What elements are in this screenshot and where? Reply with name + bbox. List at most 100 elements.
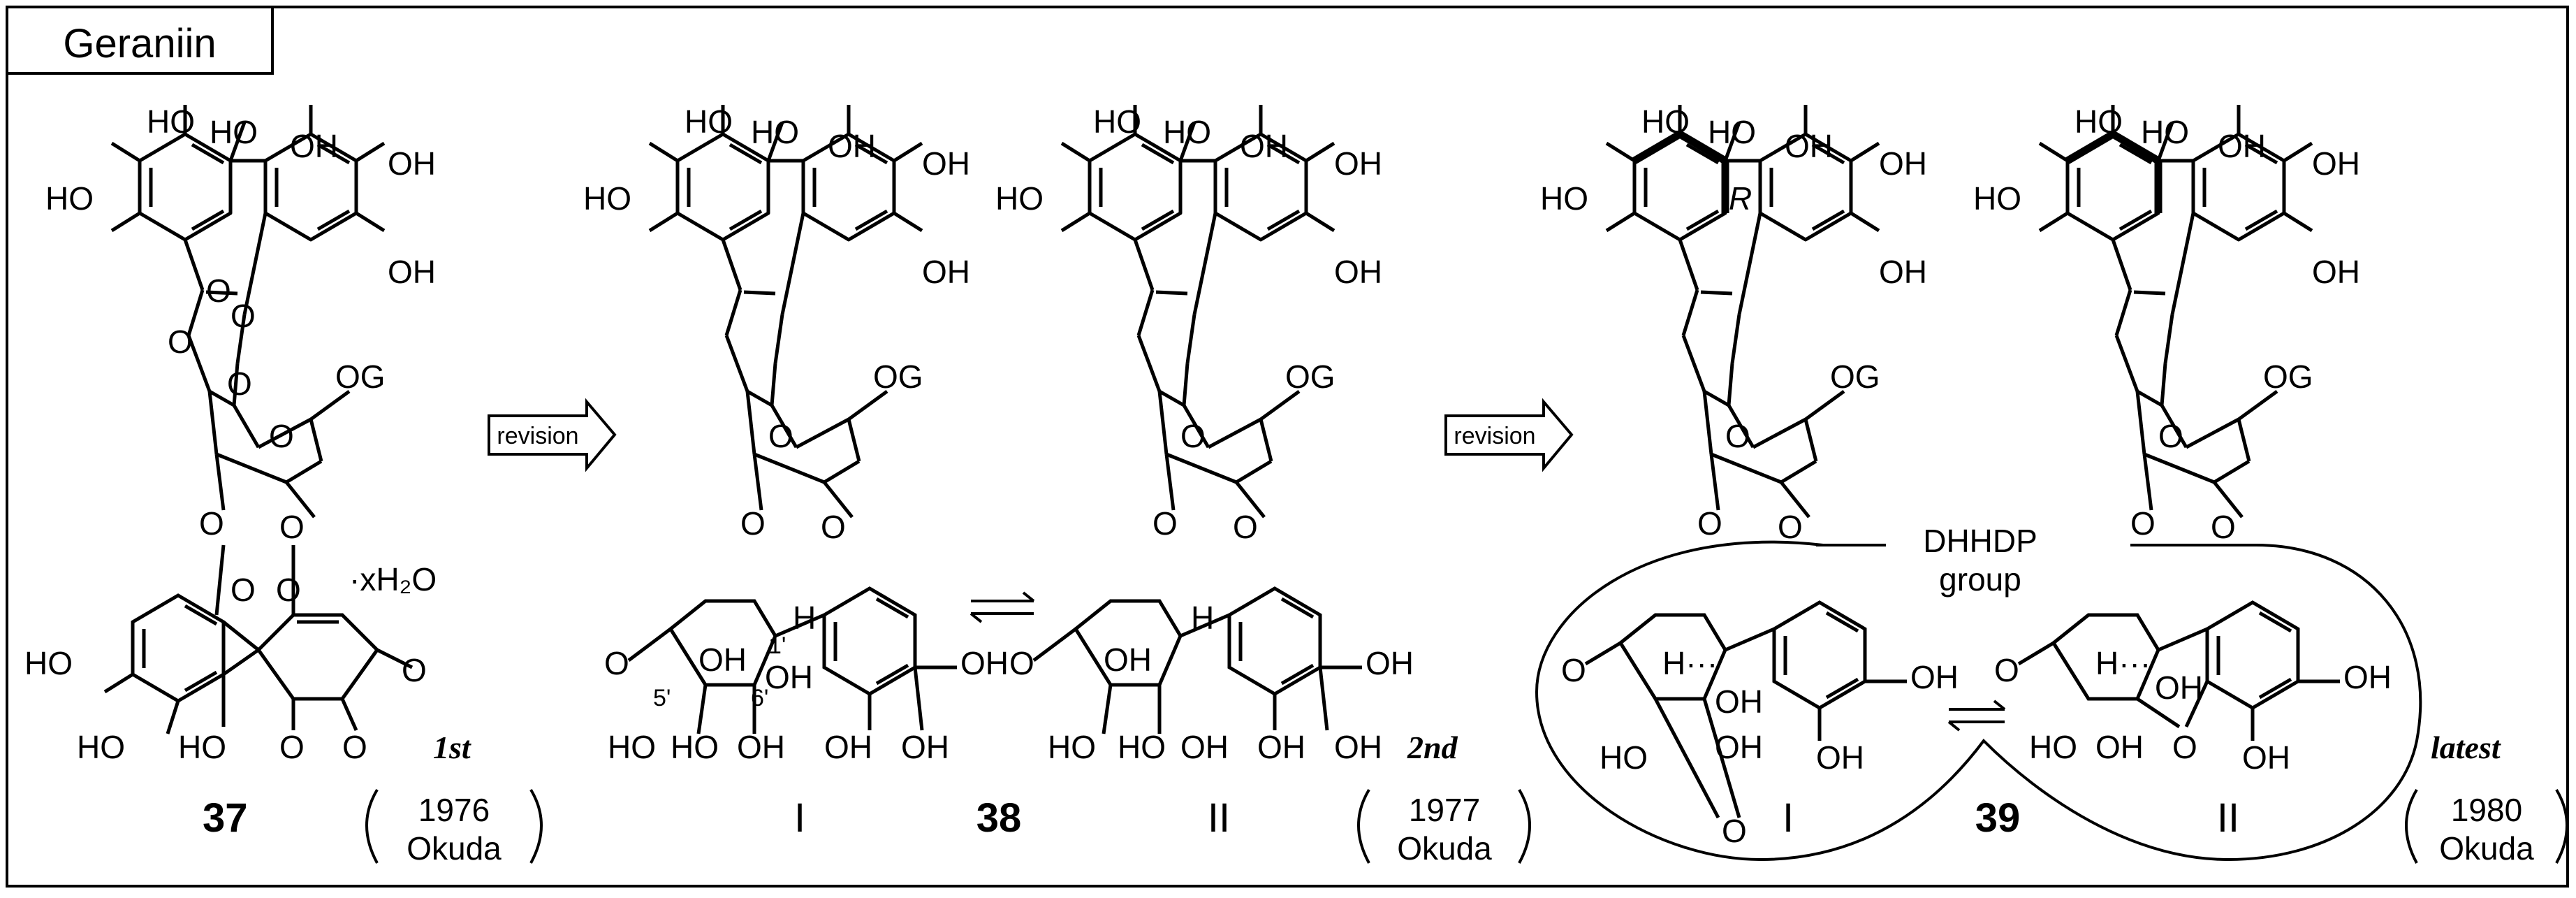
atom-label: H xyxy=(793,600,816,636)
atom-label: OH xyxy=(1104,642,1152,678)
atom-label: OH xyxy=(2312,254,2360,290)
atom-label: O xyxy=(740,505,766,542)
atom-label: HO xyxy=(1540,180,1588,217)
atom-label: OH xyxy=(901,729,949,765)
hydrate-label: ·xH₂O xyxy=(349,561,437,598)
atom-label: OH xyxy=(2242,739,2290,776)
atom-label: HO xyxy=(608,729,656,765)
atom-label: HO xyxy=(24,645,73,681)
atom-label: OH xyxy=(1715,683,1763,720)
structure-37: HO HO OH OH HO OH O O O O OG O O O O O ·… xyxy=(24,103,543,867)
atom-label: O xyxy=(276,572,301,608)
atom-label: HO xyxy=(751,114,799,150)
title-tab xyxy=(6,6,274,75)
compound-number: 39 xyxy=(1975,795,2021,841)
atom-label: O xyxy=(279,729,305,765)
atom-label: OH xyxy=(1366,645,1414,681)
atom-label: HO xyxy=(45,180,94,217)
atom-label: O xyxy=(230,572,256,608)
atom-label: O xyxy=(2172,729,2197,765)
locant-label: 6' xyxy=(751,685,768,711)
atom-label: OH xyxy=(1334,729,1382,765)
author-label: Okuda xyxy=(2439,830,2534,867)
atom-label: OH xyxy=(1910,659,1959,695)
locant-label: 1' xyxy=(768,632,786,659)
atom-label: O xyxy=(1725,418,1750,454)
atom-label: HO xyxy=(1118,729,1166,765)
atom-label: O xyxy=(1994,652,2019,688)
atom-label: HO xyxy=(1641,103,1690,140)
atom-label: OH xyxy=(737,729,785,765)
atom-label: OH xyxy=(1879,145,1927,182)
atom-label: OH xyxy=(1180,729,1229,765)
atom-label: OH xyxy=(922,254,970,290)
order-label: 2nd xyxy=(1407,730,1458,765)
atom-label: O xyxy=(199,505,224,542)
revision-arrow-1: revision xyxy=(488,398,617,472)
atom-label: H··· xyxy=(2095,645,2151,681)
revision-label: revision xyxy=(497,423,578,449)
revision-arrow-2: revision xyxy=(1444,398,1574,472)
atom-label: HO xyxy=(1708,114,1756,150)
author-label: Okuda xyxy=(407,830,502,867)
structure-38: HO HO OH OH HO OH OG O O O H O OH OH OH … xyxy=(583,103,1531,867)
atom-label: O xyxy=(604,645,629,681)
atom-label: OH xyxy=(2343,659,2392,695)
atom-label: O xyxy=(1697,505,1722,542)
atom-label: OG xyxy=(873,359,923,395)
atom-label: HO xyxy=(583,180,631,217)
dhhdp-label: group xyxy=(1939,561,2021,598)
atom-label: O xyxy=(768,418,793,454)
atom-label: HO xyxy=(2074,103,2123,140)
outer-frame xyxy=(6,6,2569,888)
year-label: 1980 xyxy=(2451,792,2522,828)
atom-label: HO xyxy=(1600,739,1648,776)
atom-label: O xyxy=(1180,418,1206,454)
atom-label: OH xyxy=(1785,128,1833,164)
atom-label: HO xyxy=(147,103,195,140)
atom-label: HO xyxy=(995,180,1044,217)
atom-label: HO xyxy=(1973,180,2021,217)
atom-label: OH xyxy=(1334,254,1382,290)
atom-label: OH xyxy=(1240,128,1288,164)
form-label: I xyxy=(1783,795,1794,841)
atom-label: OG xyxy=(335,359,386,395)
structure-39: HO HO OH OH HO OH R OG O O O O H··· OH H… xyxy=(1535,103,2568,867)
atom-label: O xyxy=(227,365,252,402)
atom-label: HO xyxy=(77,729,125,765)
atom-label: OH xyxy=(922,145,970,182)
atom-label: OH xyxy=(1715,729,1763,765)
atom-label: OH xyxy=(2095,729,2144,765)
atom-label: OG xyxy=(1830,359,1880,395)
atom-label: OH xyxy=(290,128,338,164)
atom-label: O xyxy=(206,273,231,309)
atom-label: HO xyxy=(1048,729,1096,765)
atom-label: O xyxy=(269,418,294,454)
compound-number: 38 xyxy=(976,795,1022,841)
atom-label: HO xyxy=(178,729,226,765)
atom-label: HO xyxy=(671,729,719,765)
atom-label: HO xyxy=(2141,114,2189,150)
atom-label: OH xyxy=(388,145,436,182)
atom-label: OH xyxy=(1334,145,1382,182)
atom-label: OH xyxy=(2312,145,2360,182)
atom-label: O xyxy=(1152,505,1178,542)
atom-label: OH xyxy=(1816,739,1864,776)
atom-label: OH xyxy=(388,254,436,290)
form-label: II xyxy=(1208,795,1230,841)
author-label: Okuda xyxy=(1397,830,1492,867)
atom-label: O xyxy=(2211,509,2236,545)
atom-label: OG xyxy=(2263,359,2313,395)
dhhdp-enclosure xyxy=(1535,540,2422,862)
atom-label: O xyxy=(2158,418,2183,454)
atom-label: O xyxy=(1233,509,1258,545)
atom-label: O xyxy=(230,298,256,334)
atom-label: O xyxy=(279,509,305,545)
dhhdp-label: DHHDP xyxy=(1923,523,2037,559)
atom-label: O xyxy=(342,729,367,765)
atom-label: O xyxy=(168,324,193,360)
atom-label: OG xyxy=(1285,359,1335,395)
atom-label: O xyxy=(402,652,427,688)
